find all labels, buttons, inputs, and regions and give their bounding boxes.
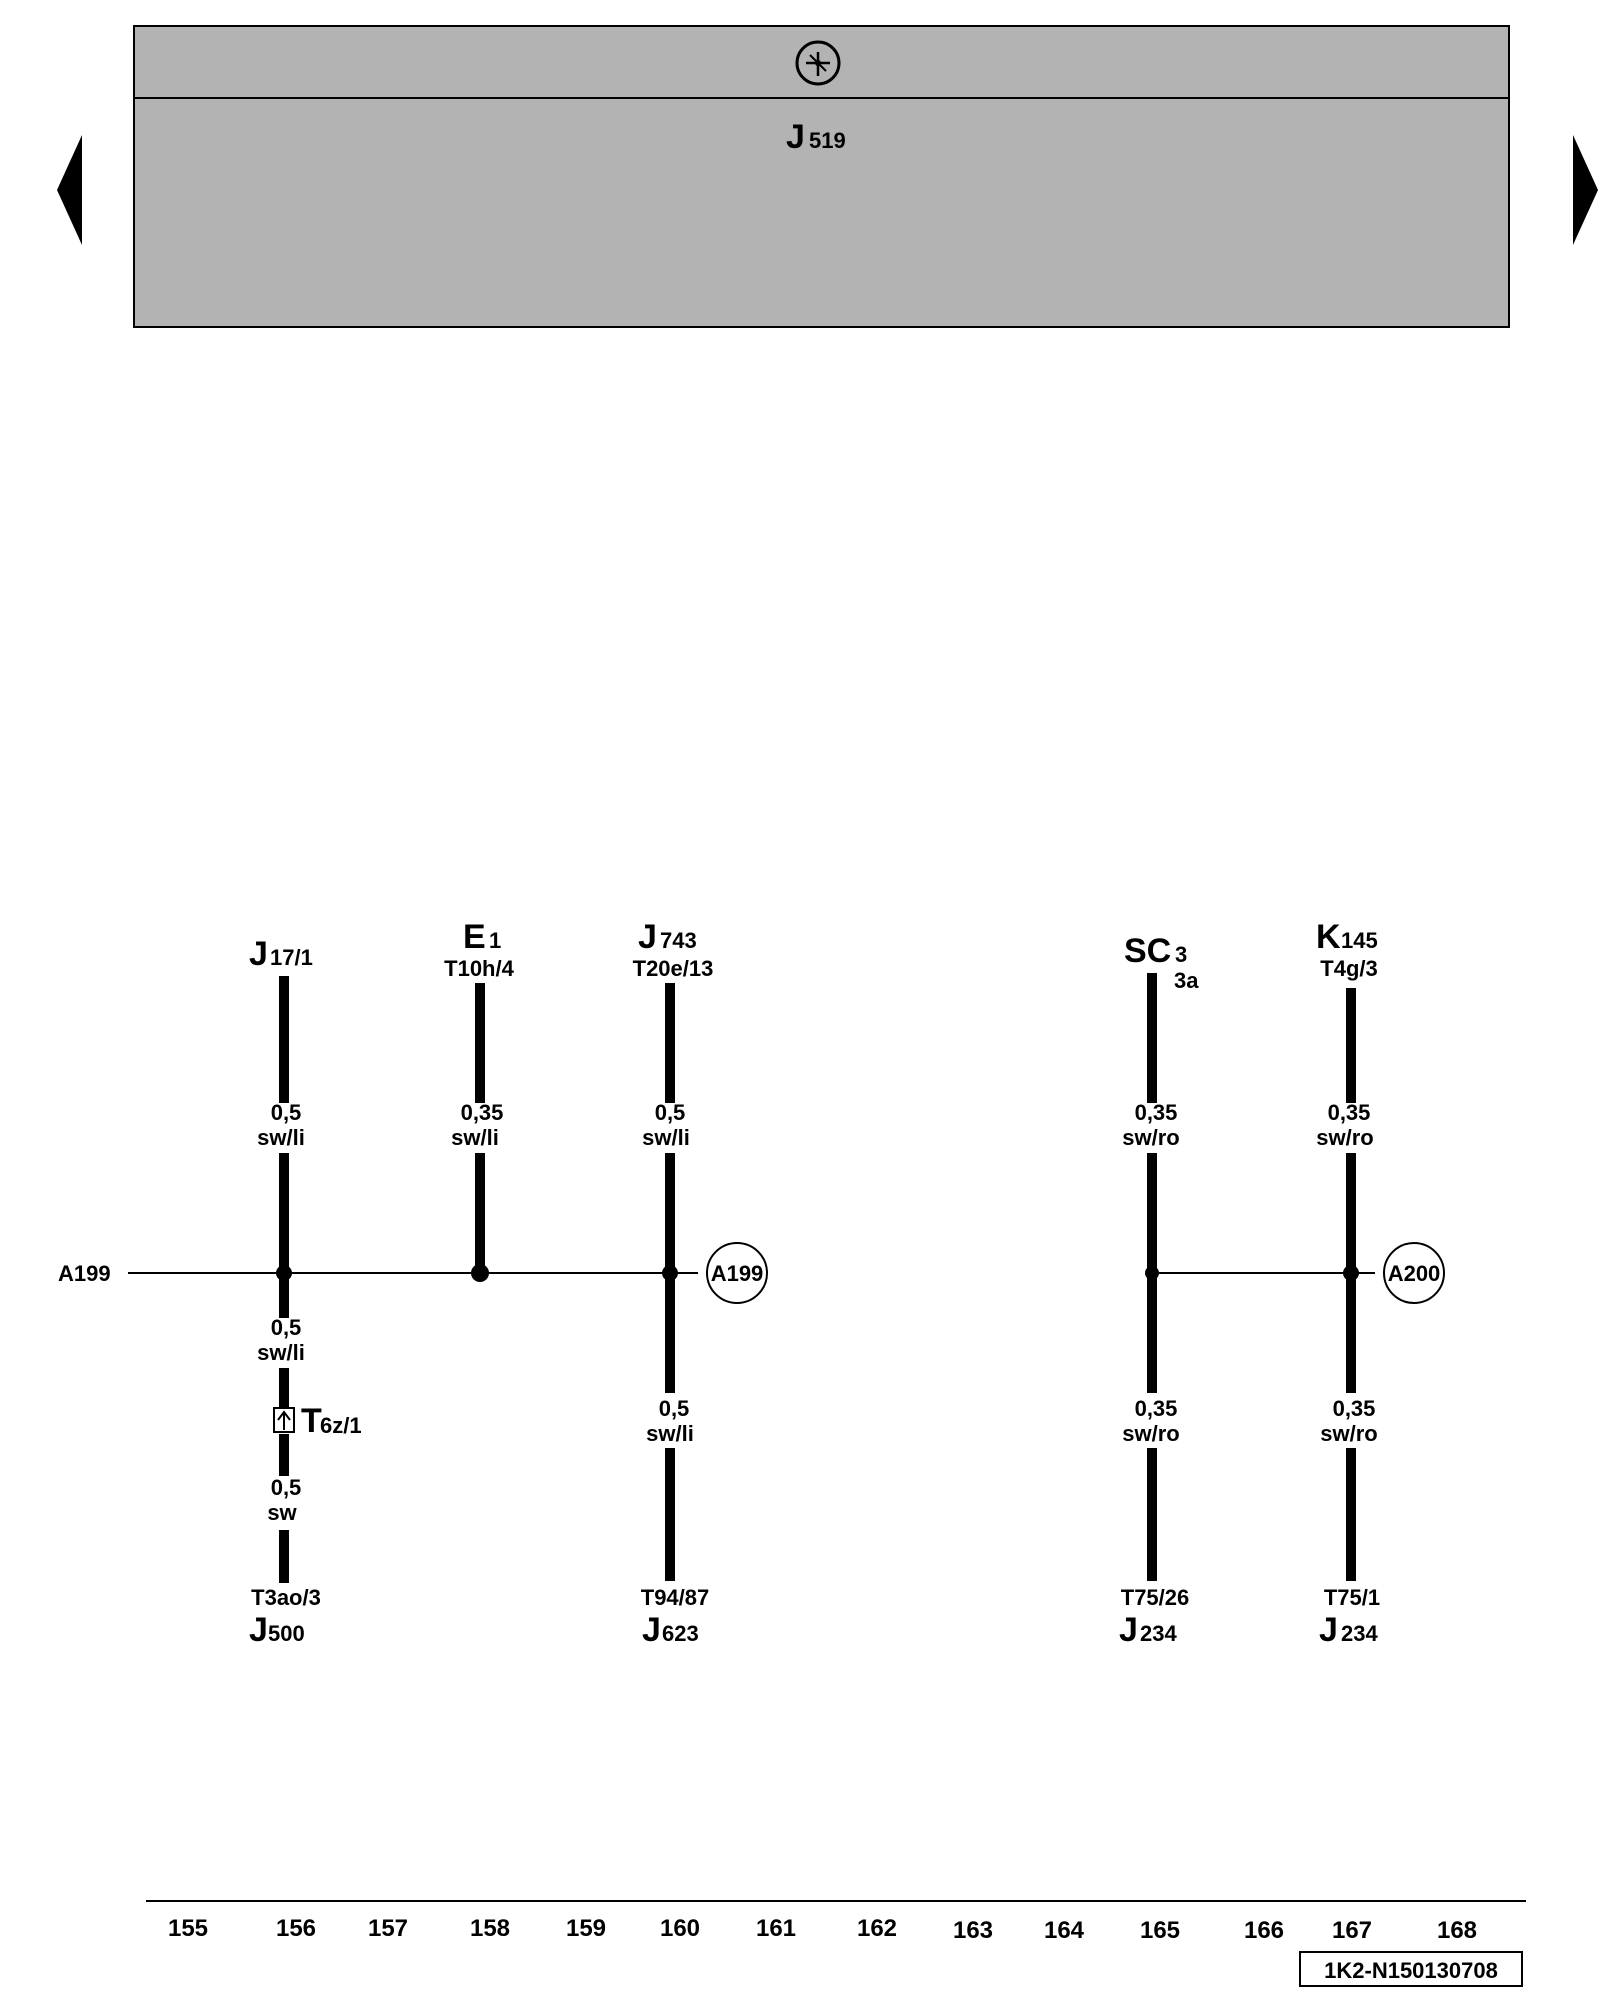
bus-line-a200: A200 bbox=[1151, 1242, 1445, 1304]
document-id: 1K2-N150130708 bbox=[1324, 1958, 1498, 1983]
scale-number: 163 bbox=[953, 1917, 993, 1944]
header-component-letter: J bbox=[786, 118, 805, 156]
component-number: 145 bbox=[1341, 928, 1378, 953]
component-number: 743 bbox=[660, 928, 697, 953]
wire-column-j17: J 17/1 0,5 sw/li 0,5 sw/li T 6z/1 0,5 sw… bbox=[249, 935, 362, 1649]
scale-number: 160 bbox=[660, 1915, 700, 1942]
scale-number: 158 bbox=[470, 1915, 510, 1942]
component-number: 234 bbox=[1341, 1621, 1378, 1646]
pin-label: T4g/3 bbox=[1320, 956, 1377, 981]
wire-color: sw/ro bbox=[1320, 1421, 1377, 1446]
component-letter: SC bbox=[1124, 932, 1171, 970]
scale-number: 159 bbox=[566, 1915, 606, 1942]
component-letter: J bbox=[249, 935, 268, 973]
wire-column-k145: K 145 T4g/3 0,35 sw/ro 0,35 sw/ro T75/1 … bbox=[1316, 918, 1380, 1649]
scale-number: 168 bbox=[1437, 1917, 1477, 1944]
bus-connector-label: A200 bbox=[1388, 1261, 1441, 1286]
page-scale: 155 156 157 158 159 160 161 162 163 164 … bbox=[146, 1900, 1526, 1944]
control-unit-header: J 519 bbox=[133, 25, 1510, 328]
wire-size: 0,35 bbox=[1135, 1396, 1178, 1421]
bus-line-a199: A199 A199 bbox=[58, 1242, 768, 1304]
previous-page-arrow[interactable] bbox=[57, 135, 82, 245]
steering-wheel-icon bbox=[795, 40, 841, 86]
junction-dot bbox=[662, 1265, 678, 1281]
component-letter: J bbox=[638, 918, 657, 956]
component-number: 17/1 bbox=[270, 945, 313, 970]
scale-number: 167 bbox=[1332, 1917, 1372, 1944]
scale-number: 162 bbox=[857, 1915, 897, 1942]
wire-column-sc3: SC 3 3a 0,35 sw/ro 0,35 sw/ro T75/26 J 2… bbox=[1119, 932, 1199, 1649]
component-number: 500 bbox=[268, 1621, 305, 1646]
scale-number: 156 bbox=[276, 1915, 316, 1942]
connector-icon bbox=[273, 1407, 295, 1433]
pin-label: T75/26 bbox=[1121, 1585, 1190, 1610]
pin-label: 3a bbox=[1174, 968, 1199, 993]
wire-size: 0,35 bbox=[1333, 1396, 1376, 1421]
scale-number: 166 bbox=[1244, 1917, 1284, 1944]
pin-label: T75/1 bbox=[1324, 1585, 1380, 1610]
wire-color: sw/li bbox=[257, 1125, 305, 1150]
wire-color: sw/ro bbox=[1316, 1125, 1373, 1150]
pin-label: T20e/13 bbox=[633, 956, 714, 981]
pin-label: T10h/4 bbox=[444, 956, 514, 981]
wire-size: 0,35 bbox=[1328, 1100, 1371, 1125]
junction-dot bbox=[276, 1265, 292, 1281]
bus-label-left: A199 bbox=[58, 1261, 111, 1286]
junction-dot bbox=[1343, 1265, 1359, 1281]
bus-connector-label: A199 bbox=[711, 1261, 764, 1286]
document-id-box: 1K2-N150130708 bbox=[1299, 1951, 1523, 1987]
header-component-number: 519 bbox=[809, 128, 846, 153]
wire-column-j743: J 743 T20e/13 0,5 sw/li 0,5 sw/li T94/87… bbox=[633, 918, 714, 1649]
wire-size: 0,5 bbox=[271, 1475, 302, 1500]
wire-color: sw/ro bbox=[1122, 1125, 1179, 1150]
pin-label: T3ao/3 bbox=[251, 1585, 321, 1610]
junction-dot bbox=[471, 1264, 489, 1282]
component-letter: E bbox=[463, 918, 486, 956]
wire-color: sw/li bbox=[642, 1125, 690, 1150]
wire-color: sw/li bbox=[646, 1421, 694, 1446]
component-letter: J bbox=[249, 1611, 268, 1649]
wire-size: 0,35 bbox=[1135, 1100, 1178, 1125]
component-letter: J bbox=[642, 1611, 661, 1649]
wire-size: 0,5 bbox=[655, 1100, 686, 1125]
scale-number: 155 bbox=[168, 1915, 208, 1942]
scale-number: 165 bbox=[1140, 1917, 1180, 1944]
component-number: 3 bbox=[1175, 942, 1187, 967]
wire-size: 0,35 bbox=[461, 1100, 504, 1125]
wire-color: sw/li bbox=[451, 1125, 499, 1150]
wire-size: 0,5 bbox=[659, 1396, 690, 1421]
wire-size: 0,5 bbox=[271, 1315, 302, 1340]
component-number: 1 bbox=[489, 928, 501, 953]
wire-color: sw/li bbox=[257, 1340, 305, 1365]
wire-color: sw bbox=[267, 1500, 297, 1525]
connector-letter: T bbox=[301, 1402, 322, 1440]
junction-dot bbox=[1145, 1266, 1159, 1280]
wire-color: sw/ro bbox=[1122, 1421, 1179, 1446]
scale-number: 164 bbox=[1044, 1917, 1085, 1944]
component-letter: J bbox=[1319, 1611, 1338, 1649]
component-letter: K bbox=[1316, 918, 1341, 956]
component-number: 623 bbox=[662, 1621, 699, 1646]
wire-size: 0,5 bbox=[271, 1100, 302, 1125]
component-letter: J bbox=[1119, 1611, 1138, 1649]
connector-number: 6z/1 bbox=[320, 1413, 362, 1438]
wire-column-e1: E 1 T10h/4 0,35 sw/li bbox=[444, 918, 515, 1282]
scale-number: 161 bbox=[756, 1915, 796, 1942]
component-number: 234 bbox=[1140, 1621, 1177, 1646]
next-page-arrow[interactable] bbox=[1573, 135, 1598, 245]
scale-number: 157 bbox=[368, 1915, 408, 1942]
pin-label: T94/87 bbox=[641, 1585, 710, 1610]
